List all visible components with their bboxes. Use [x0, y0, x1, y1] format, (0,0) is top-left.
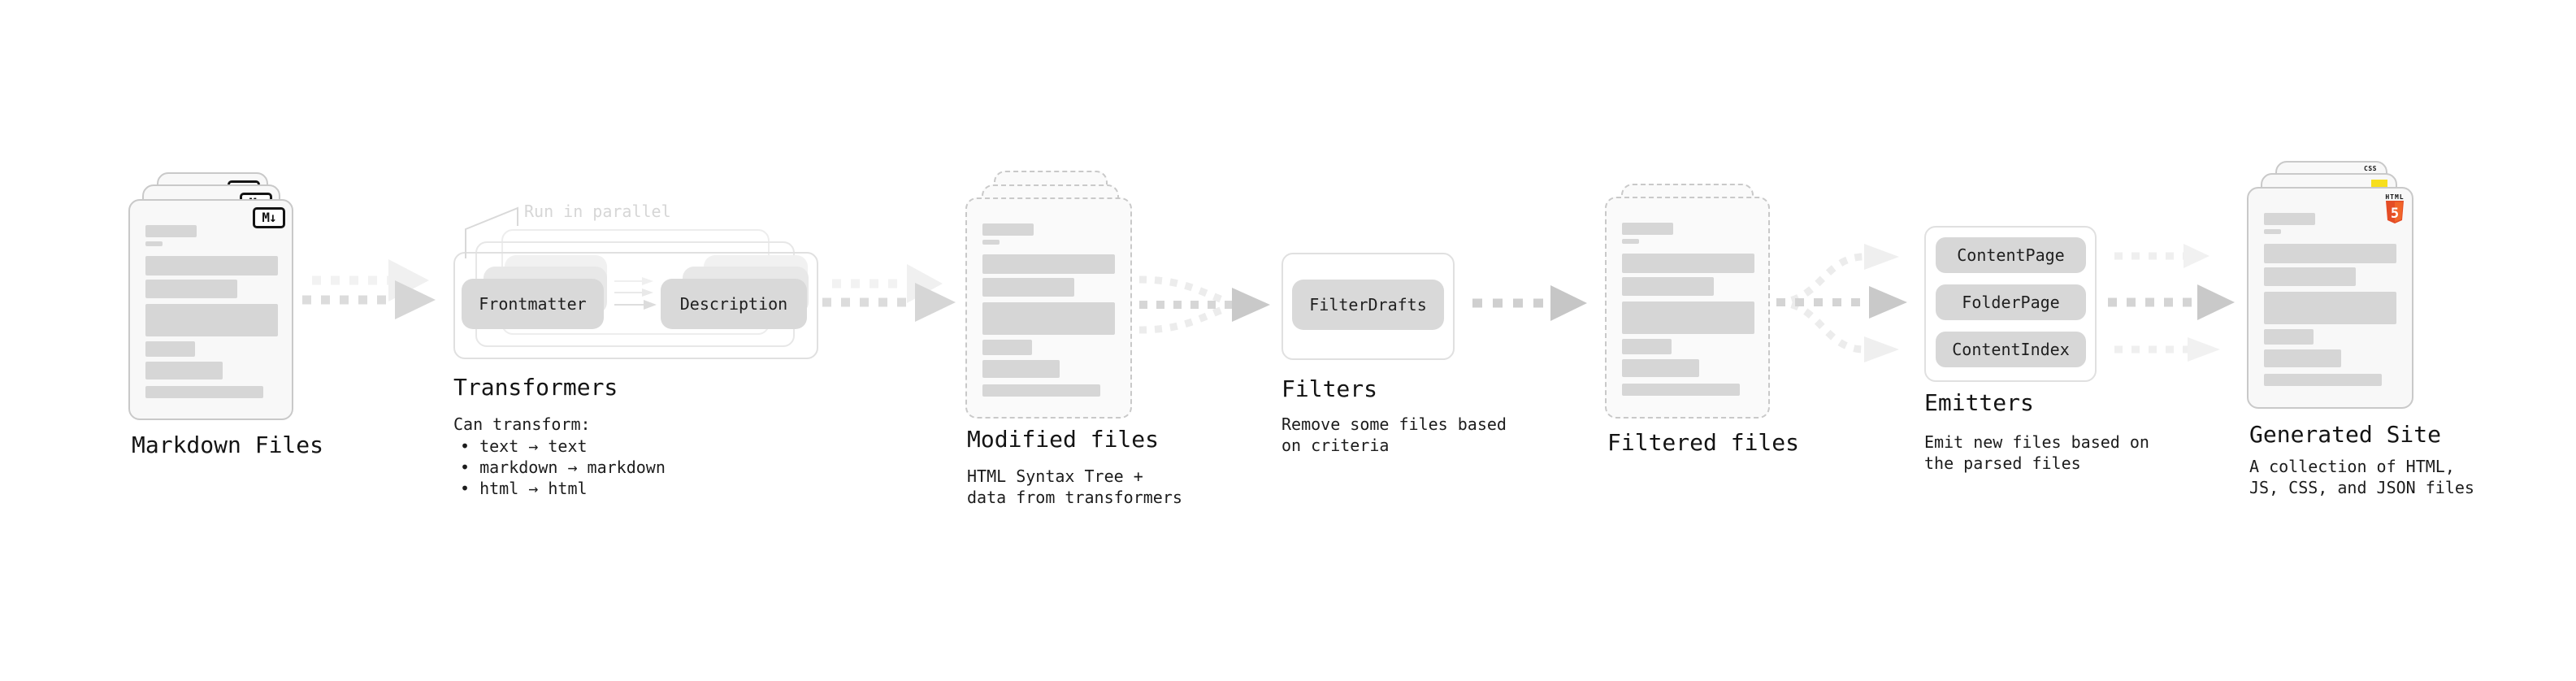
- folderpage-pill: FolderPage: [1936, 284, 2086, 320]
- modified-files-subtitle: HTML Syntax Tree + data from transformer…: [967, 466, 1182, 507]
- markdown-file-card-front: M↓: [128, 199, 293, 420]
- text-placeholder-bar: [1622, 223, 1673, 235]
- text-placeholder-bar: [145, 225, 197, 237]
- modified-files-title: Modified files: [967, 426, 1160, 453]
- text-placeholder-bar: [1622, 254, 1754, 273]
- flow-arrow-transformers-to-modified: [822, 264, 956, 322]
- transformers-subtitle: Can transform:: [453, 414, 591, 434]
- markdown-icon: M↓: [253, 207, 285, 228]
- text-placeholder-bar: [2264, 374, 2382, 386]
- markdown-files-title: Markdown Files: [132, 432, 324, 458]
- text-placeholder-bar: [145, 304, 278, 336]
- modified-file-card-front: [965, 197, 1132, 419]
- transformers-bullet: markdown → markdown: [460, 457, 666, 478]
- filters-subtitle: Remove some files based on criteria: [1281, 414, 1507, 455]
- text-placeholder-bar: [1622, 277, 1714, 296]
- filtered-file-card-front: [1605, 197, 1770, 419]
- text-placeholder-bar: [1622, 339, 1672, 354]
- text-placeholder-bar: [982, 278, 1074, 297]
- flow-arrow-modified-to-filters: [1138, 275, 1270, 334]
- text-placeholder-bar: [2264, 292, 2396, 324]
- text-placeholder-bar: [982, 240, 1000, 245]
- transformer-frame-front: [453, 252, 818, 359]
- filters-title: Filters: [1281, 375, 1378, 402]
- text-placeholder-bar: [982, 360, 1060, 378]
- text-placeholder-bar: [1622, 384, 1740, 396]
- text-placeholder-bar: [1622, 301, 1754, 334]
- run-in-parallel-label: Run in parallel: [524, 202, 671, 221]
- emitters-subtitle: Emit new files based on the parsed files: [1924, 432, 2149, 473]
- text-placeholder-bar: [982, 254, 1115, 274]
- generated-site-title: Generated Site: [2249, 421, 2442, 448]
- text-placeholder-bar: [145, 386, 263, 398]
- flow-arrow-markdown-to-transformers: [302, 259, 436, 319]
- description-pill: Description: [661, 279, 807, 329]
- contentpage-pill: ContentPage: [1936, 237, 2086, 273]
- transformers-bullet: text → text: [460, 436, 587, 457]
- text-placeholder-bar: [2264, 244, 2396, 263]
- transformers-title: Transformers: [453, 374, 618, 401]
- text-placeholder-bar: [982, 223, 1034, 236]
- text-placeholder-bar: [145, 341, 195, 357]
- flow-arrow-emitters-to-generated: [2108, 244, 2235, 362]
- filtered-files-title: Filtered files: [1607, 429, 1800, 456]
- svg-text:5: 5: [2391, 206, 2399, 222]
- text-placeholder-bar: [2264, 267, 2356, 286]
- frontmatter-pill: Frontmatter: [462, 279, 604, 329]
- flow-arrow-filtered-to-emitters: [1776, 244, 1907, 362]
- text-placeholder-bar: [145, 280, 237, 298]
- contentindex-pill: ContentIndex: [1936, 332, 2086, 367]
- text-placeholder-bar: [145, 362, 223, 380]
- text-placeholder-bar: [145, 241, 163, 246]
- transform-step-arrows: [614, 277, 657, 310]
- text-placeholder-bar: [1622, 359, 1699, 377]
- emitters-title: Emitters: [1924, 389, 2034, 416]
- generated-file-card-front: HTML 5: [2247, 187, 2413, 409]
- text-placeholder-bar: [2264, 329, 2314, 345]
- text-placeholder-bar: [145, 256, 278, 275]
- text-placeholder-bar: [982, 302, 1115, 335]
- text-placeholder-bar: [982, 384, 1100, 397]
- text-placeholder-bar: [1622, 239, 1639, 244]
- html5-icon: HTML 5: [2385, 193, 2405, 223]
- filterdrafts-pill: FilterDrafts: [1292, 280, 1444, 330]
- text-placeholder-bar: [982, 340, 1032, 355]
- text-placeholder-bar: [2264, 213, 2315, 225]
- text-placeholder-bar: [2264, 349, 2341, 367]
- run-in-parallel-leader-line: [465, 206, 518, 258]
- text-placeholder-bar: [2264, 229, 2281, 234]
- generated-site-subtitle: A collection of HTML, JS, CSS, and JSON …: [2249, 457, 2474, 497]
- flow-arrow-filters-to-filtered: [1472, 285, 1587, 321]
- transformers-bullet: html → html: [460, 478, 587, 499]
